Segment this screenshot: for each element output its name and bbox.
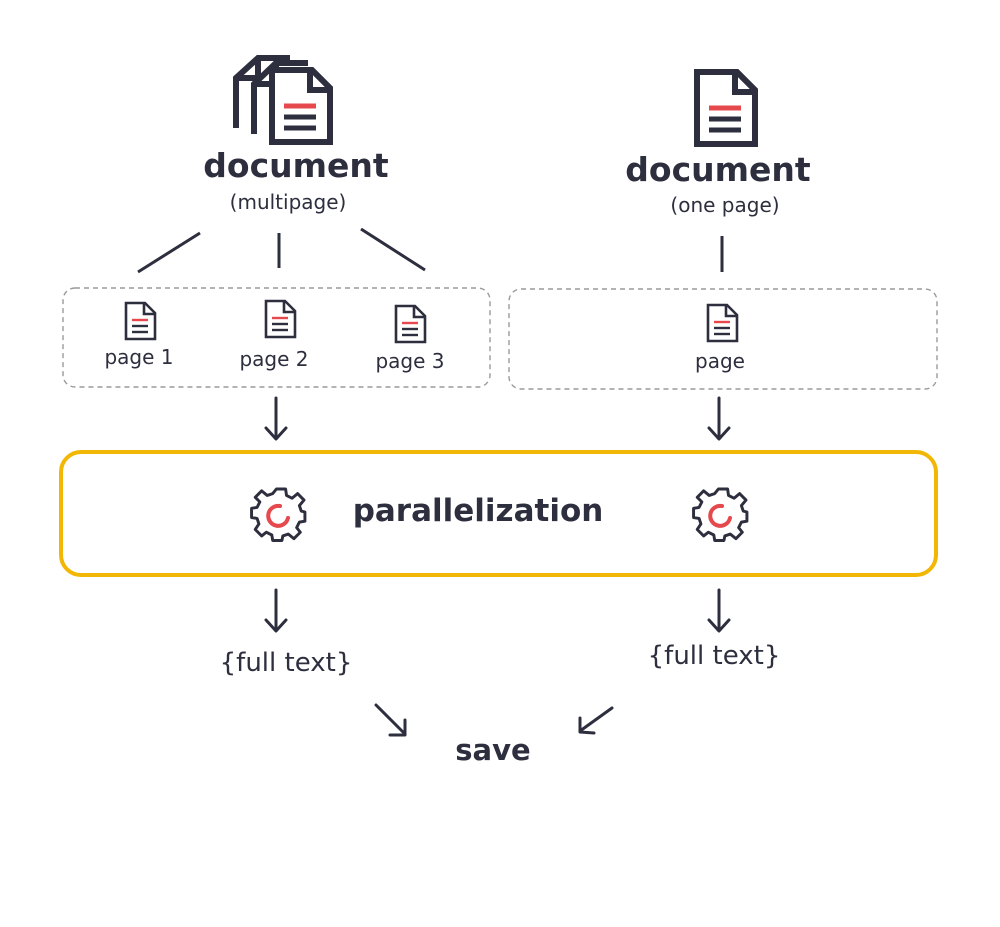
save-label: save: [455, 733, 531, 767]
page-icon: [264, 299, 297, 339]
right-document-subtitle: (one page): [670, 193, 780, 217]
left-document-subtitle: (multipage): [229, 190, 347, 214]
page-icon: [124, 301, 157, 341]
split-connectors: [137, 227, 724, 274]
arrow-down-icon: [707, 396, 731, 441]
document-icon: [697, 72, 755, 144]
arrow-down-icon: [264, 588, 288, 633]
parallelization-box: [59, 450, 938, 577]
page-label-2: page 2: [239, 347, 309, 371]
page-icon: [706, 303, 739, 343]
pages-container-right: [508, 288, 938, 390]
left-document-title: document: [203, 146, 389, 185]
page-label-single: page: [695, 349, 745, 373]
arrow-down-left-icon: [578, 706, 614, 735]
arrow-down-icon: [264, 396, 288, 441]
arrow-down-icon: [707, 588, 731, 633]
parallelization-label: parallelization: [352, 493, 604, 529]
pages-container-left: [62, 287, 491, 388]
arrow-down-right-icon: [374, 703, 407, 737]
page-label-3: page 3: [375, 349, 445, 373]
multi-document-icon: [233, 55, 330, 142]
page-icon: [394, 304, 427, 344]
right-output-label: {full text}: [647, 641, 781, 671]
left-output-label: {full text}: [219, 648, 353, 678]
page-label-1: page 1: [104, 345, 174, 369]
right-document-title: document: [625, 150, 811, 189]
